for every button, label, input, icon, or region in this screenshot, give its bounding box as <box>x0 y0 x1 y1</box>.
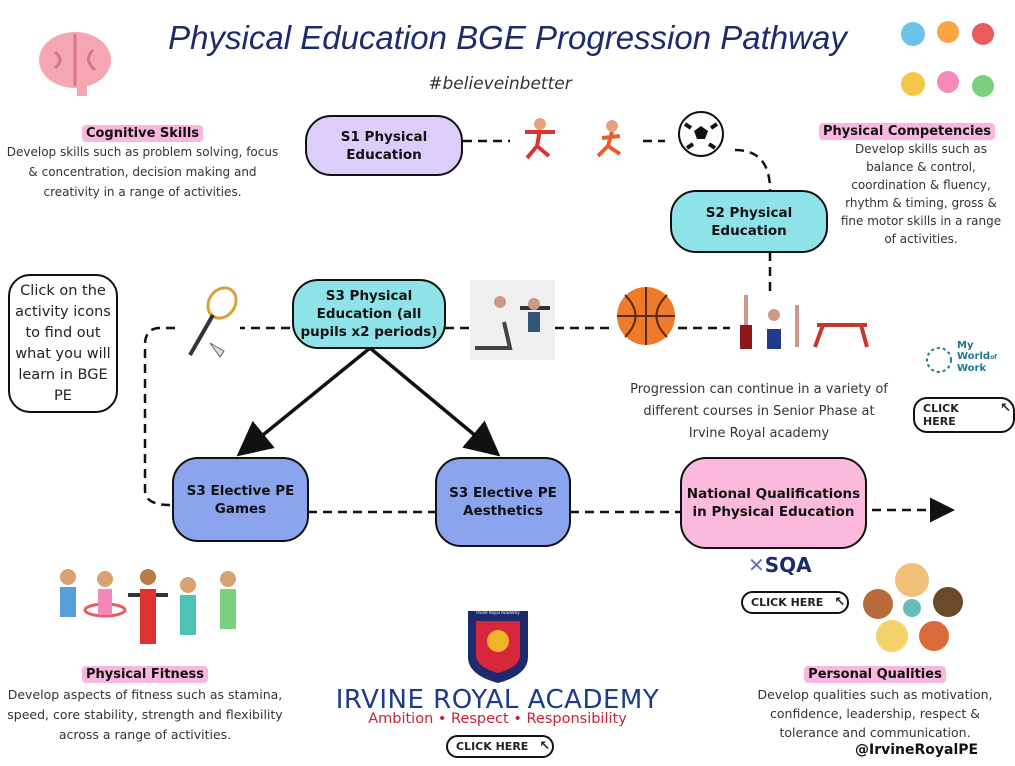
mwow-line3: of <box>990 354 997 361</box>
mwow-line4: Work <box>957 363 987 374</box>
s1-node[interactable]: S1 Physical Education <box>305 115 463 176</box>
s2-node[interactable]: S2 Physical Education <box>670 190 828 253</box>
cursor-icon: ↖ <box>834 595 846 610</box>
dash-line <box>734 148 772 191</box>
click-here-label: CLICK HERE <box>923 402 959 428</box>
s3-elective-games-node[interactable]: S3 Elective PE Games <box>172 457 309 542</box>
runner-icon[interactable] <box>590 118 630 160</box>
sqa-label: SQA <box>764 553 812 577</box>
activity-hint-box: Click on the activity icons to find out … <box>8 274 118 413</box>
kids-activities-icon[interactable] <box>893 12 1003 110</box>
sprint-finish-icon[interactable] <box>515 112 565 162</box>
brain-icon[interactable] <box>35 22 115 102</box>
my-world-of-work-logo[interactable]: My Worldof Work <box>925 340 1015 380</box>
school-click-here-button[interactable]: CLICK HERE ↖ <box>446 735 555 758</box>
mwow-line2: World <box>957 351 991 362</box>
myworld-click-here-button[interactable]: CLICK HERE ↖ <box>913 397 1015 433</box>
cognitive-skills-label: Cognitive Skills <box>81 125 204 142</box>
school-motto: Ambition • Respect • Responsibility <box>368 711 627 727</box>
cognitive-skills-desc: Develop skills such as problem solving, … <box>6 145 279 199</box>
mwow-line1: My <box>957 340 974 351</box>
cursor-icon: ↖ <box>1000 401 1011 416</box>
personal-qualities-desc: Develop qualities such as motivation, co… <box>757 687 993 740</box>
children-circle-icon[interactable] <box>860 560 965 655</box>
sqa-cross-icon: ✕ <box>748 553 765 577</box>
s3-elective-aesthetics-node[interactable]: S3 Elective PE Aesthetics <box>435 457 571 547</box>
sqa-logo[interactable]: ✕SQA <box>748 553 812 577</box>
hashtag: #believeinbetter <box>428 74 572 94</box>
gym-icon[interactable] <box>470 280 555 360</box>
cursor-icon: ↖ <box>539 739 551 754</box>
physical-fitness-label: Physical Fitness <box>81 666 208 683</box>
cognitive-skills: Cognitive Skills Develop skills such as … <box>0 122 285 202</box>
physical-competencies-desc: Develop skills such as balance & control… <box>840 142 1002 246</box>
social-handle[interactable]: @IrvineRoyalPE <box>855 742 979 758</box>
sqa-click-here-button[interactable]: CLICK HERE ↖ <box>741 591 850 614</box>
s3-node[interactable]: S3 Physical Education (all pupils x2 per… <box>292 279 446 349</box>
school-crest-logo[interactable] <box>466 609 530 685</box>
fitness-kids-icon[interactable] <box>50 565 245 650</box>
physical-fitness-desc: Develop aspects of fitness such as stami… <box>7 687 283 742</box>
personal-qualities: Personal Qualities Develop qualities suc… <box>740 663 1010 742</box>
badminton-icon[interactable] <box>180 285 240 370</box>
physical-competencies: Physical Competencies Develop skills suc… <box>812 120 1002 248</box>
click-here-label: CLICK HERE <box>751 596 824 609</box>
crest-text: Irvine Royal Academy <box>476 610 520 615</box>
personal-qualities-label: Personal Qualities <box>804 666 946 683</box>
arrow-to-aesthetics <box>368 346 501 457</box>
national-qualifications-node[interactable]: National Qualifications in Physical Educ… <box>680 457 867 549</box>
my-world-of-work-icon <box>926 347 952 373</box>
basketball-icon[interactable] <box>615 285 677 347</box>
click-here-label: CLICK HERE <box>456 740 529 753</box>
progression-text: Progression can continue in a variety of… <box>630 382 888 441</box>
arrow-to-games <box>236 346 372 457</box>
page-title: Physical Education BGE Progression Pathw… <box>168 19 847 56</box>
physical-competencies-label: Physical Competencies <box>818 123 996 140</box>
dash-line <box>143 326 175 507</box>
gymnastics-icon[interactable] <box>735 285 870 350</box>
physical-fitness: Physical Fitness Develop aspects of fitn… <box>0 663 290 745</box>
football-icon[interactable] <box>677 110 725 158</box>
school-name: IRVINE ROYAL ACADEMY <box>335 685 660 715</box>
